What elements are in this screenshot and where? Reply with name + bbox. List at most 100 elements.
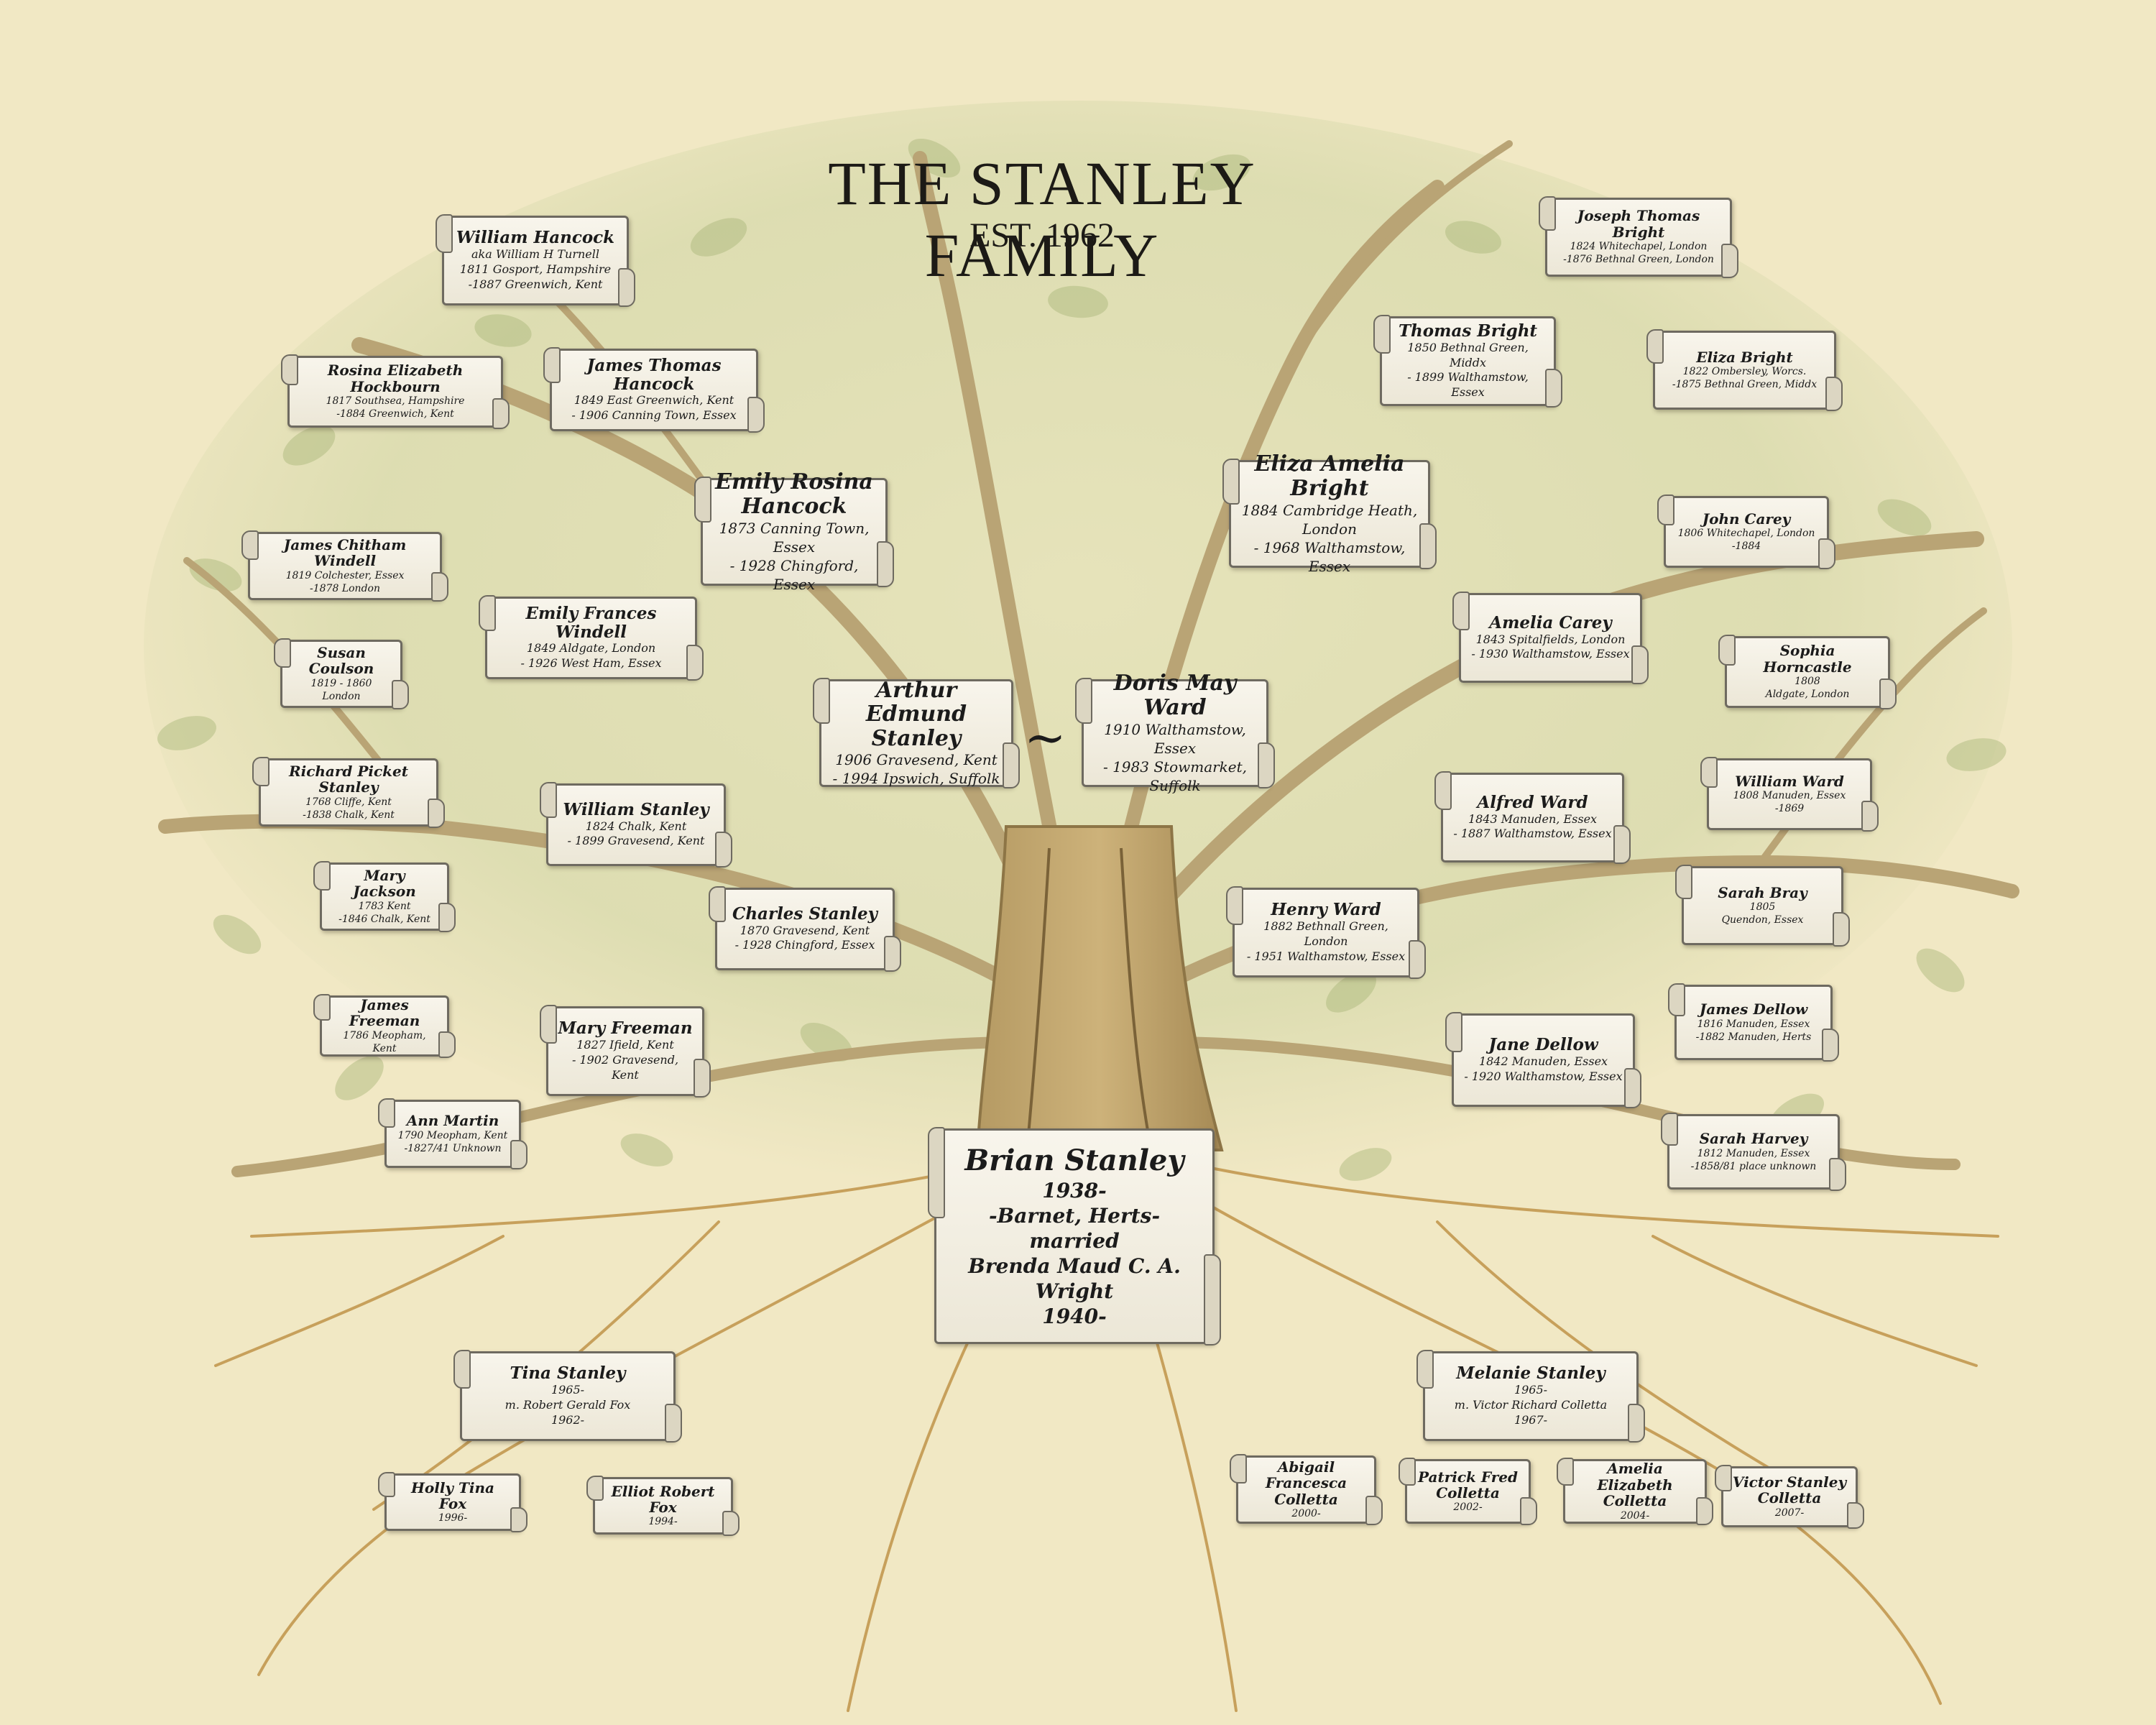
- person-detail: 1817 Southsea, Hampshire: [298, 395, 492, 408]
- scroll-william-stanley: William Stanley 1824 Chalk, Kent - 1899 …: [546, 783, 726, 866]
- person-detail: married: [951, 1228, 1198, 1254]
- scroll-alfred-ward: Alfred Ward 1843 Manuden, Essex - 1887 W…: [1441, 773, 1624, 862]
- scroll-holly-tina-fox: Holly Tina Fox 1996-: [384, 1473, 521, 1531]
- scroll-james-dellow: James Dellow 1816 Manuden, Essex -1882 M…: [1674, 985, 1833, 1060]
- person-detail: - 1968 Walthamstow, Essex: [1240, 538, 1419, 576]
- person-name: Alfred Ward: [1452, 794, 1613, 812]
- scroll-victor-colletta: Victor Stanley Colletta 2007-: [1721, 1466, 1858, 1527]
- person-name: William Stanley: [557, 801, 715, 819]
- person-name: Susan Coulson: [291, 645, 392, 677]
- person-name: Doris May Ward: [1092, 671, 1258, 719]
- scroll-ann-martin: Ann Martin 1790 Meopham, Kent -1827/41 U…: [384, 1100, 521, 1168]
- person-name: Richard Picket Stanley: [270, 763, 428, 796]
- person-name: Eliza Amelia Bright: [1240, 452, 1419, 500]
- scroll-joseph-thomas-bright: Joseph Thomas Bright 1824 Whitechapel, L…: [1545, 198, 1732, 277]
- person-detail: 1816 Manuden, Essex: [1685, 1018, 1822, 1031]
- person-detail: 1811 Gosport, Hampshire: [453, 262, 618, 277]
- person-detail: -1878 London: [259, 582, 431, 595]
- person-detail: 1882 Bethnall Green, London: [1243, 919, 1409, 949]
- scroll-eliza-amelia-bright: Eliza Amelia Bright 1884 Cambridge Heath…: [1229, 460, 1430, 568]
- scroll-tina-stanley: Tina Stanley 1965- m. Robert Gerald Fox …: [460, 1351, 676, 1441]
- person-name: John Carey: [1674, 511, 1818, 527]
- scroll-mary-freeman: Mary Freeman 1827 Ifield, Kent - 1902 Gr…: [546, 1006, 704, 1096]
- person-detail: 1824 Whitechapel, London: [1556, 240, 1721, 253]
- person-detail: 1870 Gravesend, Kent: [726, 924, 884, 939]
- person-detail: -1884 Greenwich, Kent: [298, 408, 492, 420]
- scroll-eliza-bright: Eliza Bright 1822 Ombersley, Worcs. -187…: [1653, 331, 1836, 410]
- scroll-william-ward: William Ward 1808 Manuden, Essex -1869: [1707, 758, 1872, 830]
- person-name: Holly Tina Fox: [395, 1480, 510, 1512]
- person-detail: 1940-: [951, 1304, 1198, 1329]
- person-detail: Wright: [951, 1279, 1198, 1304]
- person-name: Mary Freeman: [557, 1019, 694, 1038]
- scroll-patrick-colletta: Patrick Fred Colletta 2002-: [1405, 1459, 1531, 1524]
- person-detail: 1962-: [471, 1413, 665, 1428]
- person-name: Amelia Elizabeth Colletta: [1574, 1460, 1696, 1509]
- person-detail: 1965-: [471, 1383, 665, 1398]
- person-detail: 1849 East Greenwich, Kent: [561, 393, 747, 408]
- person-detail: 1790 Meopham, Kent: [395, 1129, 510, 1142]
- person-detail: - 1983 Stowmarket, Suffolk: [1092, 758, 1258, 795]
- person-name: Patrick Fred Colletta: [1416, 1469, 1520, 1501]
- person-detail: - 1926 West Ham, Essex: [496, 656, 686, 671]
- person-name: James Freeman: [331, 997, 438, 1029]
- scroll-susan-coulson: Susan Coulson 1819 - 1860 London: [280, 640, 402, 708]
- person-detail: 1808 Manuden, Essex: [1718, 789, 1861, 802]
- person-name: Sarah Harvey: [1678, 1131, 1829, 1146]
- person-detail: 1806 Whitechapel, London: [1674, 527, 1818, 540]
- person-detail: 1873 Canning Town, Essex: [711, 519, 877, 556]
- marriage-symbol: ~: [1024, 708, 1067, 767]
- person-detail: 1996-: [395, 1512, 510, 1524]
- scroll-john-carey: John Carey 1806 Whitechapel, London -188…: [1664, 496, 1829, 568]
- person-name: Eliza Bright: [1664, 349, 1825, 365]
- person-detail: 1884 Cambridge Heath, London: [1240, 501, 1419, 538]
- person-detail: - 1930 Walthamstow, Essex: [1470, 647, 1631, 662]
- person-name: Jane Dellow: [1462, 1036, 1624, 1054]
- person-name: James Thomas Hancock: [561, 356, 747, 394]
- person-name: Emily Rosina Hancock: [711, 470, 877, 518]
- person-name: Amelia Carey: [1470, 614, 1631, 632]
- scroll-mary-jackson: Mary Jackson 1783 Kent -1846 Chalk, Kent: [320, 862, 449, 931]
- person-detail: - 1899 Gravesend, Kent: [557, 834, 715, 849]
- person-detail: 2007-: [1732, 1506, 1847, 1519]
- scroll-sophia-horncastle: Sophia Horncastle 1808 Aldgate, London: [1725, 636, 1890, 708]
- person-name: Joseph Thomas Bright: [1556, 208, 1721, 240]
- person-name: Charles Stanley: [726, 905, 884, 924]
- scroll-jane-dellow: Jane Dellow 1842 Manuden, Essex - 1920 W…: [1452, 1013, 1635, 1107]
- person-name: Henry Ward: [1243, 901, 1409, 919]
- scroll-james-thomas-hancock: James Thomas Hancock 1849 East Greenwich…: [550, 349, 758, 431]
- person-name: Tina Stanley: [471, 1364, 665, 1383]
- person-name: Elliot Robert Fox: [604, 1484, 722, 1516]
- person-detail: 1843 Spitalfields, London: [1470, 632, 1631, 648]
- person-detail: - 1902 Gravesend, Kent: [557, 1053, 694, 1083]
- scroll-emily-rosina-hancock: Emily Rosina Hancock 1873 Canning Town, …: [701, 478, 888, 586]
- person-detail: -1884: [1674, 540, 1818, 553]
- scroll-charles-stanley: Charles Stanley 1870 Gravesend, Kent - 1…: [715, 888, 895, 970]
- person-detail: 1910 Walthamstow, Essex: [1092, 720, 1258, 758]
- scroll-emily-frances-windell: Emily Frances Windell 1849 Aldgate, Lond…: [485, 597, 697, 679]
- scroll-arthur-edmund-stanley: Arthur Edmund Stanley 1906 Gravesend, Ke…: [819, 679, 1013, 787]
- person-detail: 1783 Kent: [331, 900, 438, 913]
- person-name: Emily Frances Windell: [496, 604, 686, 642]
- person-detail: m. Victor Richard Colletta: [1434, 1398, 1628, 1413]
- person-detail: 1842 Manuden, Essex: [1462, 1054, 1624, 1070]
- person-detail: 1768 Cliffe, Kent: [270, 796, 428, 809]
- person-name: Thomas Bright: [1391, 322, 1545, 341]
- scroll-william-hancock: William Hancock aka William H Turnell 18…: [442, 216, 629, 305]
- person-detail: 1965-: [1434, 1383, 1628, 1398]
- person-detail: 1906 Gravesend, Kent: [830, 750, 1003, 769]
- person-detail: -1882 Manuden, Herts: [1685, 1031, 1822, 1044]
- person-detail: -1838 Chalk, Kent: [270, 809, 428, 822]
- scroll-thomas-bright: Thomas Bright 1850 Bethnal Green, Middx …: [1380, 316, 1556, 406]
- scroll-doris-may-ward: Doris May Ward 1910 Walthamstow, Essex -…: [1082, 679, 1268, 787]
- scroll-brian-stanley: Brian Stanley 1938- -Barnet, Herts- marr…: [934, 1128, 1215, 1344]
- person-detail: 1938-: [951, 1178, 1198, 1203]
- person-name: Ann Martin: [395, 1113, 510, 1128]
- person-detail: -1869: [1718, 802, 1861, 815]
- person-detail: - 1899 Walthamstow, Essex: [1391, 370, 1545, 400]
- person-name: Victor Stanley Colletta: [1732, 1474, 1847, 1506]
- person-detail: - 1906 Canning Town, Essex: [561, 408, 747, 423]
- scroll-abigail-colletta: Abigail Francesca Colletta 2000-: [1236, 1455, 1376, 1524]
- person-detail: 1843 Manuden, Essex: [1452, 812, 1613, 827]
- person-detail: -1887 Greenwich, Kent: [453, 277, 618, 293]
